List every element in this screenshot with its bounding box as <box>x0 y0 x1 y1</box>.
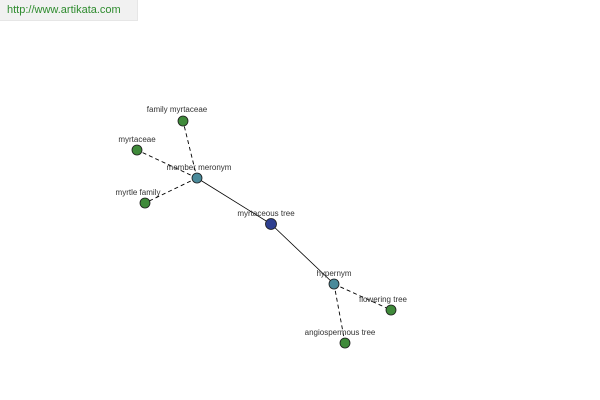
node-label-myrtaceae: myrtaceae <box>118 135 156 144</box>
node-label-flowering-tree: flowering tree <box>359 295 408 304</box>
node-label-member-meronym: member meronym <box>167 163 232 172</box>
edge-hypernym-to-angiospermous-tree <box>333 283 346 344</box>
edge-myrtaceous-tree-to-hypernym <box>270 223 335 285</box>
labels-layer: myrtaceous tree member meronym hypernym fam… <box>116 105 408 337</box>
node-myrtaceous-tree[interactable] <box>265 218 277 230</box>
edge-member-meronym-to-family-myrtaceae <box>182 120 198 179</box>
node-family-myrtaceae[interactable] <box>177 115 189 127</box>
node-label-angiospermous-tree: angiospermous tree <box>305 328 376 337</box>
node-hypernym[interactable] <box>328 278 340 290</box>
url-banner: http://www.artikata.com <box>0 0 138 21</box>
edge-hypernym-to-flowering-tree <box>333 283 392 311</box>
edges-layer <box>136 120 392 344</box>
node-myrtle-family[interactable] <box>139 197 151 209</box>
node-member-meronym[interactable] <box>191 172 203 184</box>
node-myrtaceae[interactable] <box>131 144 143 156</box>
site-url-link[interactable]: http://www.artikata.com <box>7 4 121 16</box>
edge-myrtaceous-tree-to-member-meronym <box>196 177 272 225</box>
node-angiospermous-tree[interactable] <box>339 337 351 349</box>
nodes-layer <box>131 115 397 349</box>
node-label-myrtle-family: myrtle family <box>116 188 161 197</box>
node-label-myrtaceous-tree: myrtaceous tree <box>237 209 295 218</box>
node-label-hypernym: hypernym <box>316 269 351 278</box>
edge-member-meronym-to-myrtle-family <box>144 177 198 204</box>
node-flowering-tree[interactable] <box>385 304 397 316</box>
node-label-family-myrtaceae: family myrtaceae <box>147 105 208 114</box>
